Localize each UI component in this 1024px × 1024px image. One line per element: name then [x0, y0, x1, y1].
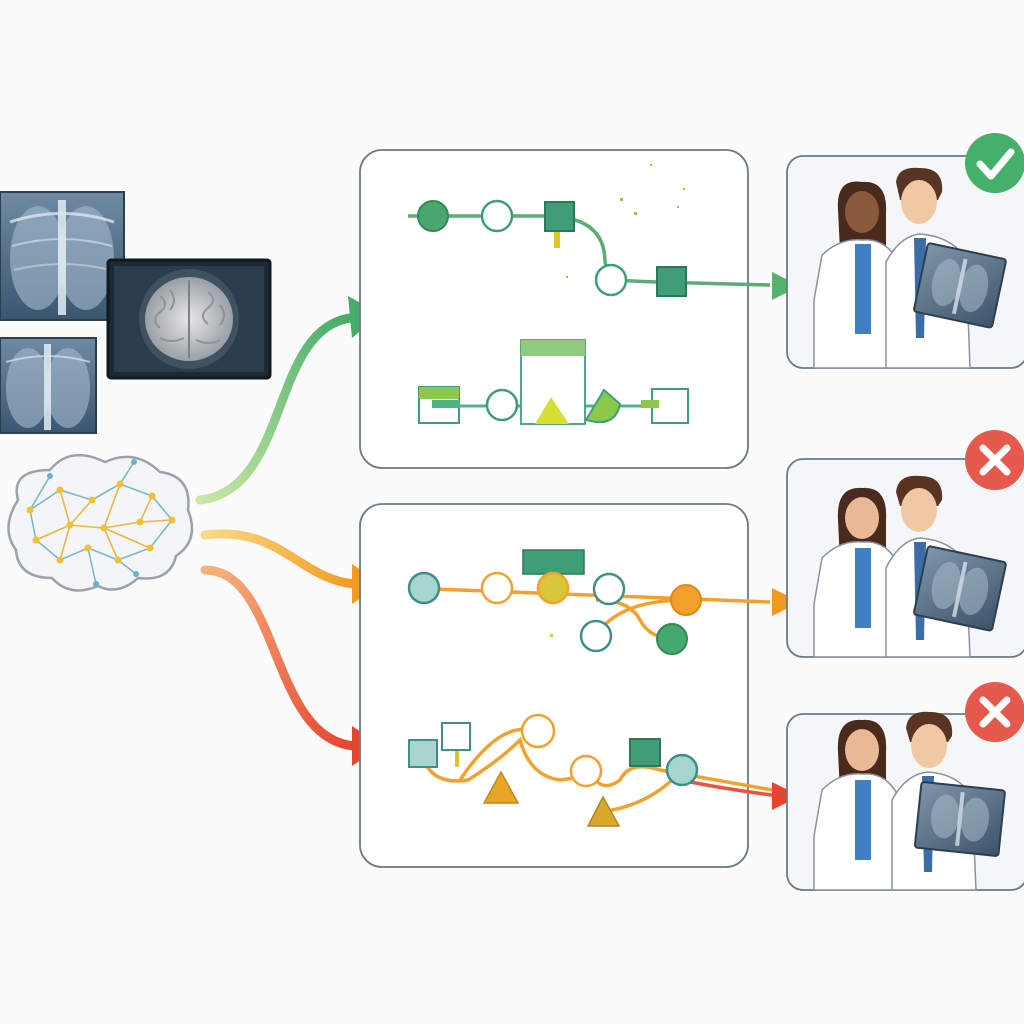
- pipeline-green: [408, 164, 800, 300]
- reviewer-card-rejected-1: [786, 430, 1024, 658]
- pipeline-yellow: [418, 339, 689, 425]
- chest-xray-bottom: [0, 337, 97, 434]
- pipeline-panel-bottom: [359, 503, 801, 868]
- network-nodes: [26, 480, 176, 564]
- doctors-illustration: [813, 167, 1007, 369]
- check-icon: [965, 133, 1024, 193]
- chest-xray-top: [0, 191, 125, 321]
- pipeline-orange: [407, 549, 800, 655]
- pipeline-panel-top: [359, 149, 800, 469]
- brain-scan: [106, 258, 272, 380]
- reviewer-card-rejected-2: [786, 682, 1024, 891]
- doctors-illustration: [813, 711, 1006, 891]
- cross-icon: [965, 682, 1024, 742]
- route-arrow-orange: [200, 529, 382, 604]
- ai-model-brain: [7, 453, 194, 592]
- input-images: [0, 191, 272, 434]
- reviewer-card-approved: [786, 133, 1024, 369]
- doctors-illustration: [813, 475, 1007, 658]
- cross-icon: [965, 430, 1024, 490]
- pipeline-red: [408, 713, 801, 827]
